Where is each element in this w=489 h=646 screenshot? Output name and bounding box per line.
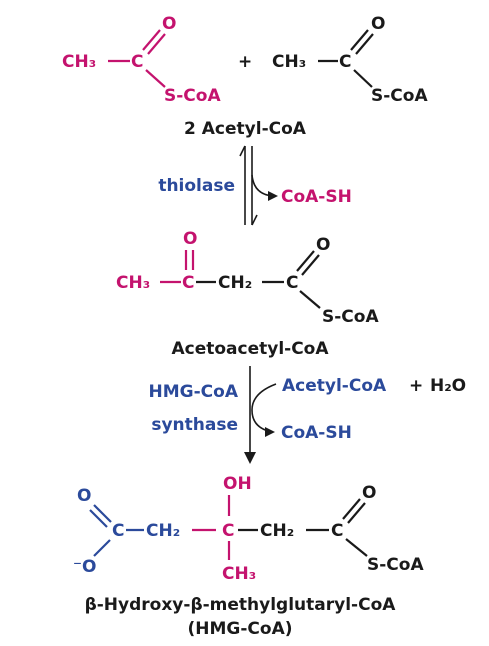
hmg-o-right: O (362, 483, 376, 503)
r2-double-bond-a (350, 29, 369, 51)
aa-ch2: CH₂ (218, 273, 252, 293)
hmg-ch2-right: CH₂ (260, 521, 294, 541)
aa-ch3: CH₃ (116, 273, 150, 293)
step2-water: H₂O (430, 376, 466, 396)
hmg-bond-c-ominus (93, 539, 111, 557)
hmg-synthase-label-line1: HMG-CoA (149, 382, 239, 402)
step2-side-curve (251, 383, 277, 433)
r2-bond-c-s (353, 69, 373, 88)
acetoacetyl-label: Acetoacetyl-CoA (171, 339, 329, 359)
hmg-o-minus: ⁻O (73, 557, 96, 577)
aa-carbon-1: C (182, 273, 194, 293)
r2-scoa: S-CoA (371, 86, 428, 106)
forward-arrow-barb (239, 145, 246, 157)
hmg-synthase-label-line2: synthase (151, 415, 238, 435)
coash-release-curve (251, 174, 277, 197)
acetoacetyl-coa: O CH₃ C CH₂ C O S-CoA (116, 229, 379, 327)
acetyl-coa-2: CH₃ C O S-CoA (272, 14, 428, 106)
aa-o-right: O (316, 235, 330, 255)
hmg-double-bond-d (347, 502, 366, 524)
hmg-abbreviation: (HMG-CoA) (187, 619, 292, 639)
r2-carbon: C (339, 52, 351, 72)
aa-carbon-2: C (286, 273, 298, 293)
acetyl-coa-1: CH₃ C O S-CoA (62, 14, 221, 106)
hmg-o-left: O (77, 486, 91, 506)
r1-scoa: S-CoA (164, 86, 221, 106)
r1-ch3: CH₃ (62, 52, 96, 72)
step1-coash: CoA-SH (281, 187, 352, 207)
reactants-label: 2 Acetyl-CoA (184, 119, 307, 139)
r1-oxygen: O (162, 14, 176, 34)
hmg-double-bond-c (342, 498, 361, 520)
hmg-thioester-carbon: C (331, 521, 343, 541)
r1-bond-c-s (145, 69, 166, 88)
step2-acetyl-coa: Acetyl-CoA (282, 376, 387, 396)
step2-plus: + (409, 376, 423, 396)
thiolase-label: thiolase (158, 176, 235, 196)
hmg-oh: OH (223, 474, 252, 494)
hmg-full-name: β-Hydroxy-β-methylglutaryl-CoA (85, 595, 397, 615)
hmg-double-bond-a (93, 504, 112, 523)
aa-o-top: O (183, 229, 197, 249)
step1-equilibrium-arrow (239, 145, 278, 226)
hmg-scoa: S-CoA (367, 555, 424, 575)
r1-double-bond-b (147, 33, 166, 55)
aa-double-bond-d (301, 254, 320, 276)
r2-ch3: CH₃ (272, 52, 306, 72)
r2-double-bond-b (355, 33, 374, 55)
r1-carbon: C (131, 52, 143, 72)
coash-release-arrowhead (268, 191, 278, 201)
r1-double-bond-a (142, 29, 161, 51)
hmg-ch2-left: CH₂ (146, 521, 180, 541)
aa-bond-c-s (299, 290, 321, 309)
aa-double-bond-c (296, 250, 315, 272)
step2-arrow (244, 366, 277, 464)
aa-scoa: S-CoA (322, 307, 379, 327)
hmg-bond-c-s (345, 538, 368, 557)
r2-oxygen: O (371, 14, 385, 34)
hmg-coa: O C ⁻O CH₂ OH C CH₃ CH₂ C O S-CoA (73, 474, 424, 584)
hmg-carboxyl-carbon: C (112, 521, 124, 541)
step2-arrowhead (244, 452, 256, 464)
hmg-ch3: CH₃ (222, 564, 256, 584)
step2-coash: CoA-SH (281, 423, 352, 443)
reactant-plus: + (238, 52, 252, 72)
hmg-center-carbon: C (222, 521, 234, 541)
reverse-arrow-barb (251, 214, 258, 226)
step2-side-arrowhead (265, 427, 275, 437)
hmg-double-bond-b (89, 509, 108, 528)
